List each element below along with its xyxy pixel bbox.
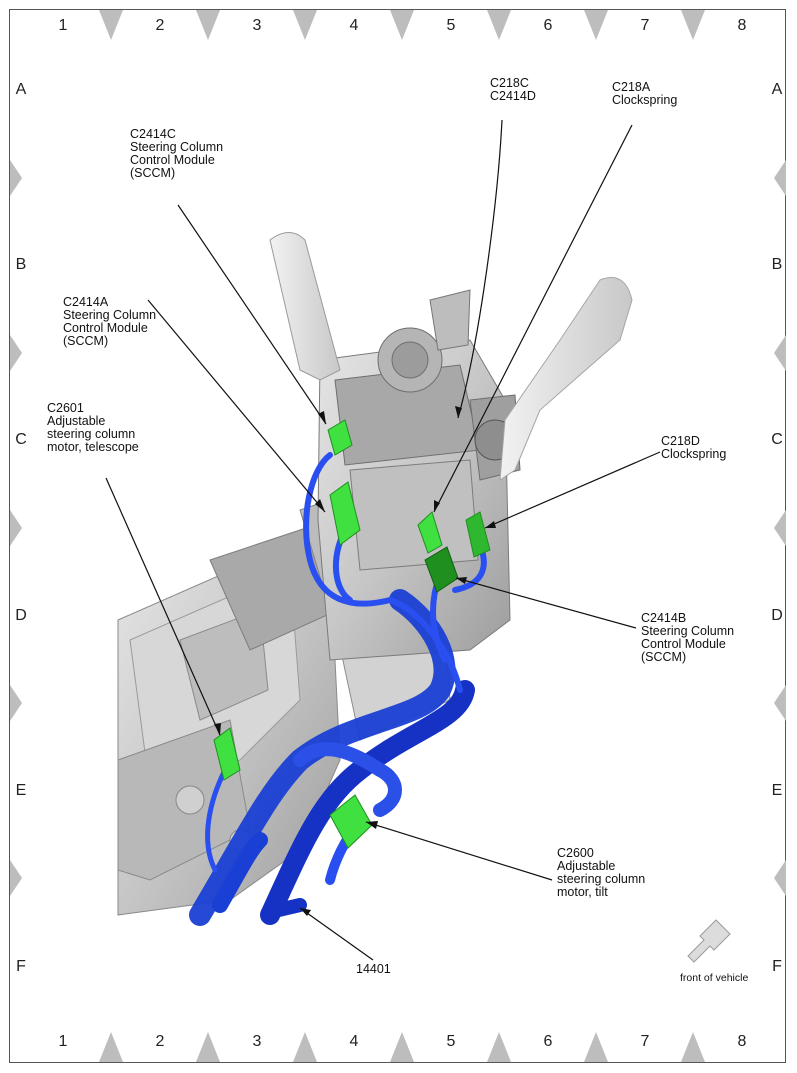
grid-marker-triangle [99, 1032, 123, 1062]
grid-row-label: F [772, 958, 782, 975]
grid-col-label: 6 [543, 1033, 553, 1050]
callout-c2600: C2600 Adjustable steering column motor, … [557, 846, 646, 899]
grid-marker-triangle [10, 685, 22, 721]
grid-col-label: 7 [640, 17, 650, 34]
grid-col-label: 5 [446, 17, 456, 34]
front-of-vehicle-arrow-icon [687, 919, 731, 963]
grid-marker-triangle [10, 160, 22, 196]
grid-col-label: 1 [58, 17, 68, 34]
leader-lines [105, 119, 661, 961]
grid-row-label: C [771, 431, 783, 448]
grid-row-label: D [15, 607, 27, 624]
leader-arrowheads [214, 406, 496, 916]
callout-c218c-c2414d: C218C C2414D [490, 76, 536, 103]
callout-c2414b: C2414B Steering Column Control Module (S… [641, 611, 735, 664]
grid-col-label: 4 [349, 1033, 359, 1050]
grid-col-label: 3 [252, 1033, 262, 1050]
grid-marker-triangle [774, 860, 786, 896]
connector-c218a [417, 511, 443, 554]
grid-col-label: 6 [543, 17, 553, 34]
grid-marker-triangle [487, 1032, 511, 1062]
grid-row-label: B [15, 256, 27, 273]
callout-harness-14401: 14401 [356, 962, 391, 976]
grid-row-label: B [771, 256, 783, 273]
callout-c2414a: C2414A Steering Column Control Module (S… [63, 295, 157, 348]
left-stalk [269, 232, 341, 381]
grid-row-label: E [771, 782, 783, 799]
grid-col-label: 7 [640, 1033, 650, 1050]
grid-row-label: E [15, 782, 27, 799]
grid-marker-triangle [681, 10, 705, 40]
grid-col-label: 3 [252, 17, 262, 34]
grid-marker-triangle [196, 1032, 220, 1062]
right-stalk [499, 277, 633, 481]
connector-c2414a [329, 481, 361, 546]
callout-c2414c: C2414C Steering Column Control Module (S… [130, 127, 224, 180]
grid-col-label: 8 [737, 1033, 747, 1050]
grid-marker-triangle [293, 1032, 317, 1062]
grid-col-label: 5 [446, 1033, 456, 1050]
grid-marker-triangle [774, 160, 786, 196]
grid-marker-triangle [10, 510, 22, 546]
grid-row-label: A [771, 81, 783, 98]
grid-marker-triangle [774, 335, 786, 371]
grid-marker-triangle [584, 1032, 608, 1062]
grid-col-label: 8 [737, 17, 747, 34]
grid-marker-triangle [774, 685, 786, 721]
grid-marker-triangle [390, 10, 414, 40]
grid-marker-triangle [99, 10, 123, 40]
grid-marker-triangle [293, 10, 317, 40]
connector-c218d [465, 511, 491, 558]
grid-row-label: D [771, 607, 783, 624]
callout-c2601: C2601 Adjustable steering column motor, … [47, 401, 139, 454]
grid-row-label: C [15, 431, 27, 448]
grid-marker-triangle [390, 1032, 414, 1062]
grid-row-label: F [16, 958, 26, 975]
grid-marker-triangle [10, 860, 22, 896]
front-of-vehicle-label: front of vehicle [680, 972, 749, 984]
grid-col-label: 4 [349, 17, 359, 34]
grid-marker-triangle [681, 1032, 705, 1062]
callout-c218a: C218A Clockspring [612, 80, 678, 107]
connectors [213, 419, 491, 849]
connector-c2414c [327, 419, 353, 456]
grid-marker-triangle [774, 510, 786, 546]
grid-col-label: 1 [58, 1033, 68, 1050]
grid-marker-triangle [10, 335, 22, 371]
grid-marker-triangle [487, 10, 511, 40]
connector-c2601 [213, 727, 241, 781]
callout-c218d: C218D Clockspring [661, 434, 727, 461]
grid-col-label: 2 [155, 17, 165, 34]
grid-marker-triangle [196, 10, 220, 40]
grid-marker-triangle [584, 10, 608, 40]
grid-col-label: 2 [155, 1033, 165, 1050]
grid-row-label: A [15, 81, 27, 98]
